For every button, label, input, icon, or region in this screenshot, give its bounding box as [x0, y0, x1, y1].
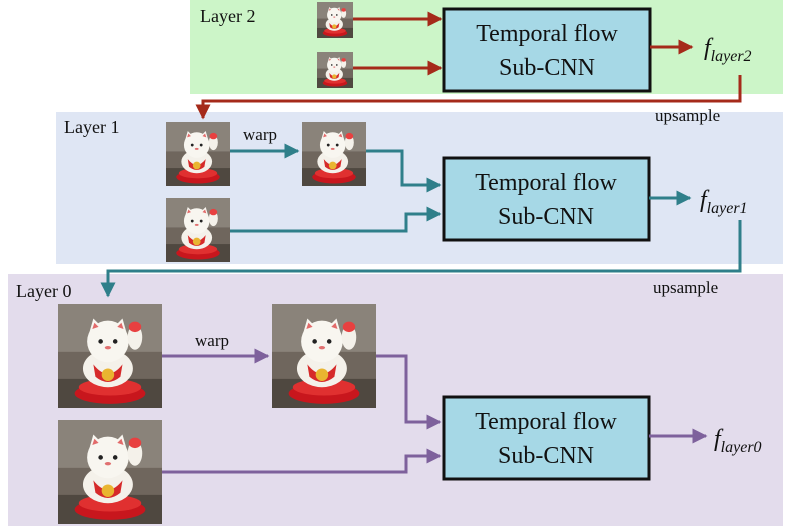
layer1-frame-b-icon: [166, 198, 230, 262]
layer0-arrow-b: [162, 448, 442, 474]
layer1-panel: [56, 112, 783, 264]
layer2-frame-b-icon: [317, 52, 353, 88]
layer2-box-line2: Sub-CNN: [499, 55, 595, 81]
layer0-subcnn-box: [442, 395, 651, 481]
layer0-label: Layer 0: [16, 281, 71, 301]
layer2-frame-a-icon: [317, 2, 353, 38]
layer0-box-line2: Sub-CNN: [498, 443, 594, 469]
layer0-box-line1: Temporal flow: [475, 409, 617, 435]
layer1-frame-a-icon: [166, 122, 230, 186]
layer0-flow-output: flayer0: [714, 426, 762, 456]
layer0-arrow-a: [376, 354, 442, 430]
layer2-subcnn-box: [442, 7, 652, 93]
layer1-arrow-a: [366, 149, 442, 193]
layer1-arrow-b: [230, 206, 442, 233]
layer1-flow-output: flayer1: [700, 187, 748, 217]
layer0-frame-b-icon: [58, 420, 162, 524]
layer0-frame-a-icon: [58, 304, 162, 408]
layer2-upsample-arrow: [195, 75, 742, 120]
layer1-warped-frame-icon: [302, 122, 366, 186]
layer0-warped-frame-icon: [272, 304, 376, 408]
layer2-upsample-label: upsample: [655, 106, 720, 125]
layer2-label: Layer 2: [200, 6, 255, 26]
layer1-upsample-label: upsample: [653, 278, 718, 297]
layer1-box-line1: Temporal flow: [475, 170, 617, 196]
layer0-warp-label: warp: [195, 331, 229, 350]
layer1-label: Layer 1: [64, 117, 119, 137]
layer1-box-line2: Sub-CNN: [498, 204, 594, 230]
layer2-flow-output: flayer2: [704, 35, 752, 65]
layer2-box-line1: Temporal flow: [476, 21, 618, 47]
layer1-warp-label: warp: [243, 125, 277, 144]
layer1-upsample-arrow: [100, 220, 742, 298]
